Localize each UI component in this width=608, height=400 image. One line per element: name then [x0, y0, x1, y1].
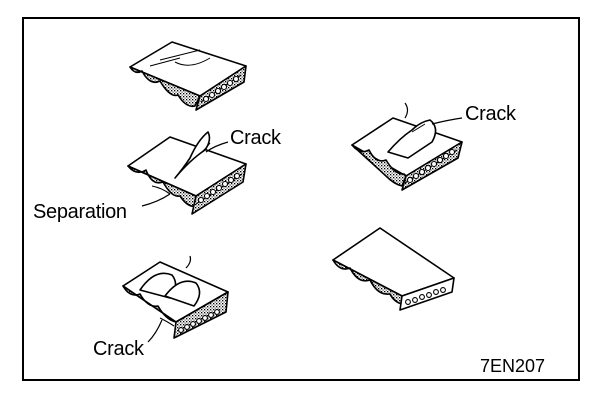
belt-crack-bottom [122, 255, 229, 339]
belt-crack-right [351, 102, 463, 191]
label-crack-mid-right: Crack [465, 103, 516, 125]
label-crack-bottom-left: Crack [93, 338, 144, 360]
belt-normal-bottom [332, 227, 455, 311]
label-crack-mid-left: Crack [230, 127, 281, 149]
leader-lines [141, 117, 463, 343]
belt-normal-top [129, 41, 247, 111]
label-separation: Separation [33, 201, 127, 223]
figure-code: 7EN207 [480, 356, 546, 376]
figure-frame [22, 17, 580, 381]
belt-crack-separation [127, 131, 247, 215]
